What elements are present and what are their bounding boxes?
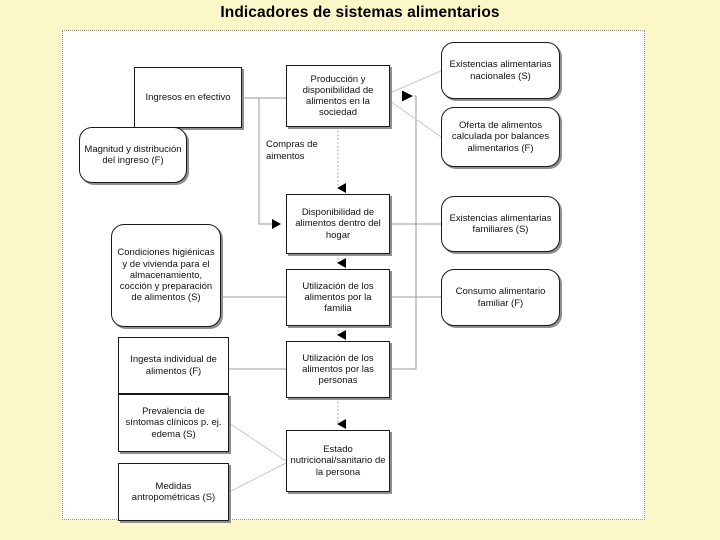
connector-layer: [150, 70, 442, 493]
node-medidas-antropometricas[interactable]: Medidas antropométricas (S): [118, 463, 229, 521]
node-produccion-disponibilidad-sociedad[interactable]: Producción y disponibilidad de alimentos…: [286, 65, 390, 127]
wire-prevalencia-diagonal: [228, 422, 287, 462]
node-label: Existencias alimentarias familiares (S): [449, 212, 552, 235]
node-label: Producción y disponibilidad de alimentos…: [302, 73, 374, 119]
node-prevalencia-sintomas[interactable]: Prevalencia de síntomas clínicos p. ej. …: [118, 394, 229, 452]
node-label: Existencias alimentarias nacionales (S): [449, 59, 552, 82]
diagram-panel: Ingresos en efectivo Magnitud y distribu…: [62, 30, 645, 521]
wire-ingresos-to-disponibilidad-seg: [242, 97, 276, 225]
node-disponibilidad-hogar[interactable]: Disponibilidad de alimentos dentro del h…: [286, 194, 390, 254]
node-label: Oferta de alimentos calculada por balanc…: [451, 120, 550, 154]
edge-label-compras-de-alimentos: Compras de aimentos: [266, 139, 318, 163]
node-utilizacion-familia[interactable]: Utilización de los alimentos por la fami…: [286, 269, 390, 326]
node-existencias-alimentarias-familiares[interactable]: Existencias alimentarias familiares (S): [441, 196, 560, 252]
wire-medidas-diagonal: [228, 462, 287, 493]
page-title: Indicadores de sistemas alimentarios: [220, 4, 500, 21]
node-label: Utilización de los alimentos por la fami…: [302, 280, 374, 315]
node-label: Disponibilidad de alimentos dentro del h…: [295, 207, 381, 241]
node-oferta-alimentos-balances[interactable]: Oferta de alimentos calculada por balanc…: [441, 107, 560, 167]
edge-label-line2: aimentos: [266, 150, 305, 162]
node-label: Magnitud y distribución del ingreso (F): [84, 143, 182, 166]
node-utilizacion-personas[interactable]: Utilización de los alimentos por las per…: [286, 341, 390, 398]
node-label: Medidas antropométricas (S): [131, 480, 216, 503]
node-ingesta-individual[interactable]: Ingesta individual de alimentos (F): [118, 337, 229, 394]
node-label: Consumo alimentario familiar (F): [455, 286, 546, 309]
node-magnitud-distribucion-ingreso[interactable]: Magnitud y distribución del ingreso (F): [79, 127, 187, 183]
node-existencias-alimentarias-nacionales[interactable]: Existencias alimentarias nacionales (S): [441, 42, 560, 99]
node-estado-nutricional[interactable]: Estado nutricional/sanitario de la perso…: [286, 430, 390, 492]
wire-existencias-nacionales-diagonal: [389, 70, 442, 94]
node-label: Ingresos en efectivo: [145, 91, 231, 103]
node-label: Utilización de los alimentos por las per…: [302, 352, 374, 387]
node-label: Prevalencia de síntomas clínicos p. ej. …: [125, 406, 222, 440]
node-ingresos-efectivo[interactable]: Ingresos en efectivo: [134, 67, 242, 128]
wire-utilizacion-personas-up: [390, 96, 417, 370]
edge-label-line1: Compras de: [266, 139, 318, 150]
wire-oferta-diagonal: [389, 100, 442, 138]
node-consumo-alimentario-familiar[interactable]: Consumo alimentario familiar (F): [441, 269, 560, 326]
node-label: Ingesta individual de alimentos (F): [130, 354, 217, 377]
node-condiciones-higienicas[interactable]: Condiciones higiénicas y de vivienda par…: [111, 224, 221, 327]
node-label: Condiciones higiénicas y de vivienda par…: [117, 247, 215, 304]
node-label: Estado nutricional/sanitario de la perso…: [290, 444, 386, 478]
